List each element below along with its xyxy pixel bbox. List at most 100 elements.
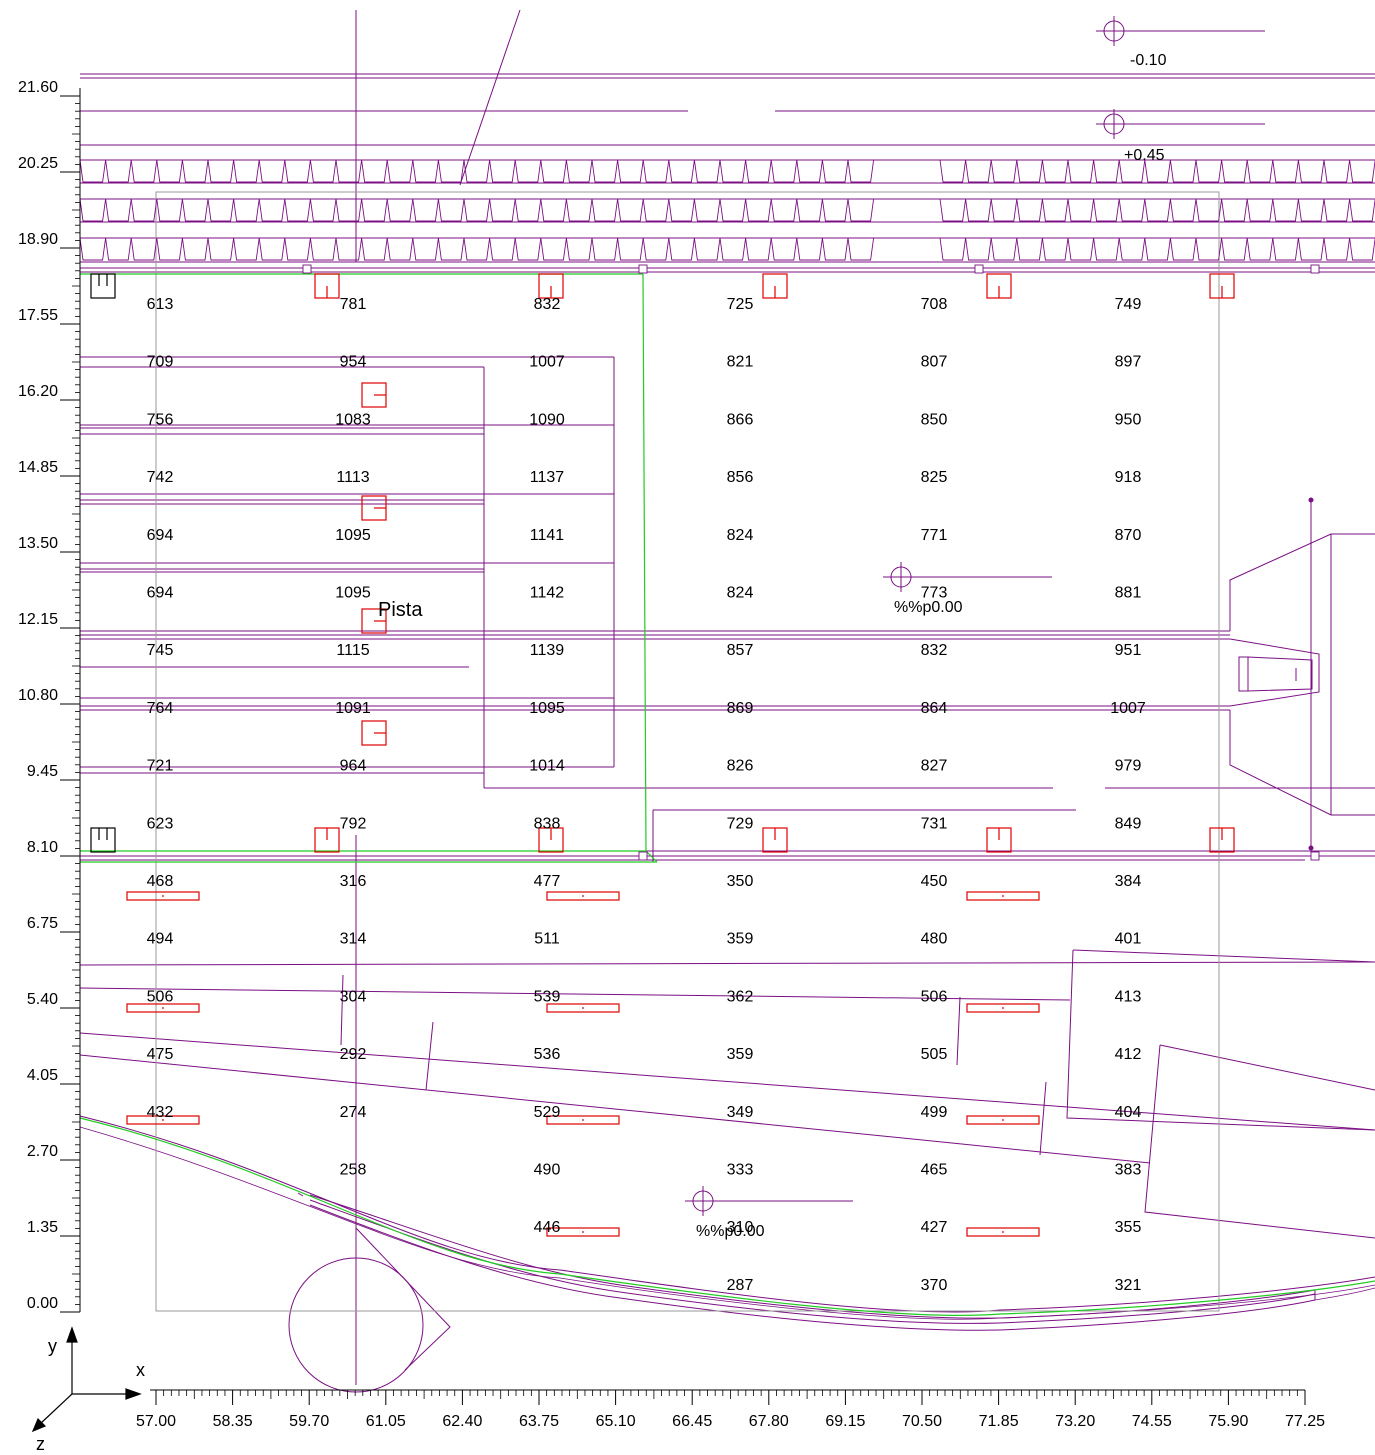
seat — [1272, 159, 1299, 183]
seat — [668, 237, 695, 261]
level-label-top-1: -0.10 — [1130, 52, 1167, 69]
illuminance-value: 446 — [534, 1219, 561, 1236]
seat — [130, 159, 158, 183]
illuminance-value: 881 — [1115, 585, 1142, 602]
illuminance-value: 468 — [147, 873, 174, 890]
column-marker — [1310, 264, 1320, 274]
illuminance-value: 849 — [1115, 815, 1142, 832]
illuminance-value: 954 — [340, 354, 367, 371]
seat — [105, 159, 132, 183]
illuminance-value: 756 — [147, 411, 174, 428]
level-symbol-top-1 — [1096, 16, 1265, 46]
illuminance-value: 1007 — [529, 354, 565, 371]
illuminance-value: 824 — [727, 585, 754, 602]
illuminance-value: 490 — [534, 1162, 561, 1179]
luminaire-symbol — [90, 827, 116, 853]
seat — [1016, 237, 1043, 261]
seat — [591, 237, 619, 261]
illuminance-value: 824 — [727, 527, 754, 544]
x-tick-label: 70.50 — [902, 1413, 942, 1430]
illuminance-value: 1139 — [530, 642, 565, 659]
luminaire-symbol — [314, 273, 340, 299]
x-tick-label: 62.40 — [442, 1413, 482, 1430]
seat — [463, 198, 491, 222]
seat — [1016, 198, 1043, 222]
wheel-circle — [288, 1257, 424, 1393]
y-tick-label: 12.15 — [18, 611, 58, 628]
illuminance-value: 333 — [727, 1162, 754, 1179]
seat — [1041, 198, 1069, 222]
seat — [1169, 159, 1197, 183]
illuminance-value: 413 — [1115, 988, 1142, 1005]
seat — [309, 198, 337, 222]
illuminance-value: 1095 — [335, 527, 371, 544]
seat — [437, 237, 465, 261]
room-boundary — [79, 273, 1375, 1316]
seat — [1246, 159, 1274, 183]
seat — [965, 159, 992, 183]
luminaire-symbol — [538, 273, 564, 299]
seat — [540, 159, 567, 183]
y-tick-label: 21.60 — [18, 79, 58, 96]
seat — [1016, 159, 1043, 183]
seat — [79, 198, 107, 222]
seat — [233, 198, 260, 222]
seat — [258, 159, 286, 183]
seat — [1323, 237, 1351, 261]
level-label-bottom: %%p0.00 — [696, 1223, 765, 1240]
seat — [1349, 198, 1375, 222]
seat — [642, 237, 670, 261]
seat — [965, 198, 992, 222]
level-label-top-2: +0.45 — [1124, 147, 1165, 164]
seat — [361, 198, 388, 222]
level-label-mid: %%p0.00 — [894, 599, 963, 616]
seat — [105, 198, 132, 222]
illuminance-value: 869 — [727, 700, 754, 717]
seat — [990, 237, 1018, 261]
luminaire-symbol — [361, 382, 387, 408]
seat — [489, 237, 516, 261]
illuminance-value: 506 — [921, 988, 948, 1005]
illuminance-value: 725 — [727, 296, 754, 313]
x-axis-label: x — [136, 1360, 145, 1380]
illuminance-value: 258 — [340, 1162, 367, 1179]
illuminance-value: 539 — [534, 988, 561, 1005]
y-axis-label: y — [48, 1336, 57, 1356]
seat — [770, 159, 798, 183]
illuminance-value: 832 — [921, 642, 948, 659]
level-symbol-bottom — [685, 1186, 853, 1216]
luminaire-symbol — [546, 1227, 620, 1237]
luminaire-symbol — [966, 1227, 1040, 1237]
x-tick-label: 66.45 — [672, 1413, 712, 1430]
column-markers — [302, 264, 1320, 861]
luminaire-symbol — [126, 1003, 200, 1013]
illuminance-value: 623 — [147, 815, 174, 832]
seating-rows — [79, 159, 1375, 261]
seat — [1118, 198, 1146, 222]
seat — [770, 198, 798, 222]
seat — [1246, 198, 1274, 222]
illuminance-value: 708 — [921, 296, 948, 313]
seat — [796, 159, 823, 183]
seat — [617, 198, 644, 222]
illuminance-value: 827 — [921, 758, 948, 775]
seat — [1246, 237, 1274, 261]
illuminance-value: 404 — [1115, 1104, 1142, 1121]
seat — [514, 237, 542, 261]
seat — [130, 237, 158, 261]
seat — [130, 198, 158, 222]
luminaire-symbol — [126, 1115, 200, 1125]
y-tick-label: 16.20 — [18, 383, 58, 400]
y-tick-label: 18.90 — [18, 231, 58, 248]
illuminance-value: 1083 — [335, 411, 371, 428]
seat — [1144, 159, 1171, 183]
luminaire-symbol — [546, 1003, 620, 1013]
seat — [965, 237, 992, 261]
seat — [1195, 159, 1223, 183]
illuminance-value: 316 — [340, 873, 367, 890]
illuminance-value: 742 — [147, 469, 174, 486]
seat — [668, 159, 695, 183]
x-tick-label: 77.25 — [1285, 1413, 1325, 1430]
seat — [1349, 237, 1375, 261]
